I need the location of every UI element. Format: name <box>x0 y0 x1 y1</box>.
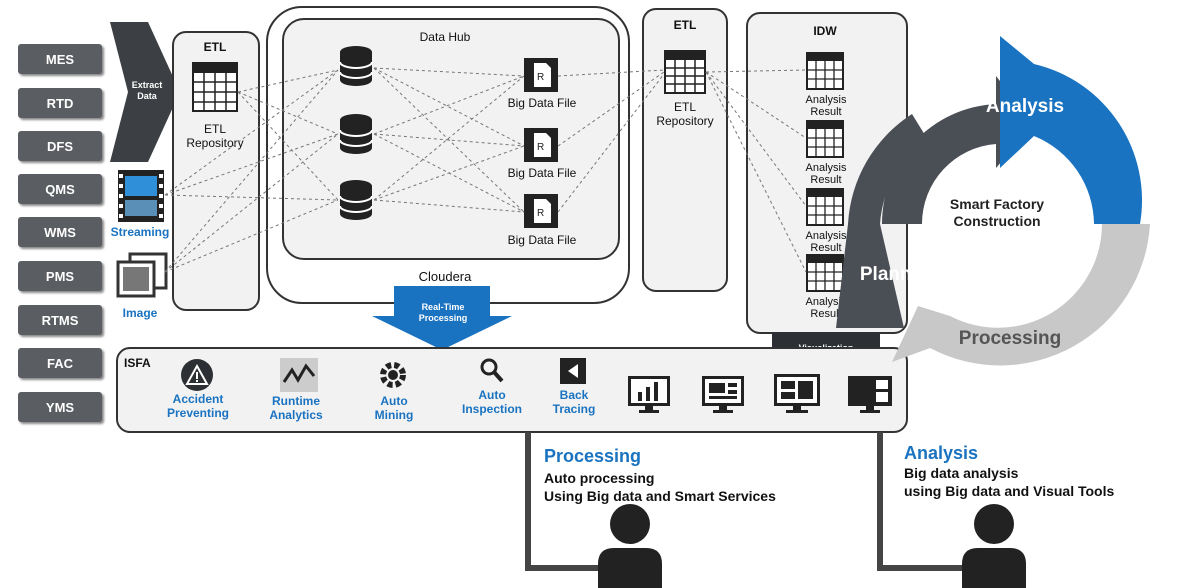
processing-note-title: Processing <box>544 446 642 466</box>
analysis-result-table-icon <box>806 120 844 158</box>
accident-warning-icon <box>181 359 213 391</box>
monitor-layout-icon <box>774 374 820 413</box>
person-icon <box>962 504 1026 588</box>
cloudera-label: Cloudera <box>418 269 472 284</box>
source-pms: PMS <box>18 261 102 291</box>
datahub-panel <box>282 18 620 260</box>
person-icon <box>598 504 662 588</box>
smart-factory-cycle <box>836 36 1150 366</box>
monitor-chart-icon <box>628 376 670 413</box>
analysis-result-table-icon <box>806 52 844 90</box>
etl-right-title: ETL <box>673 18 697 32</box>
svg-text:R: R <box>537 72 544 83</box>
datahub-title: Data Hub <box>419 30 471 44</box>
source-mes: MES <box>18 44 102 74</box>
database-icon <box>339 180 373 220</box>
streaming-label: Streaming <box>110 225 170 239</box>
etl-right-panel <box>642 8 728 292</box>
back-tracing-icon <box>560 358 586 384</box>
realtime-processing-arrow <box>372 286 512 350</box>
cycle-analysis-label: Analysis <box>985 96 1065 117</box>
big-data-file-label: Big Data File <box>507 166 577 180</box>
analysis-note-title: Analysis <box>904 443 979 463</box>
svg-text:R: R <box>537 142 544 153</box>
big-data-file-icon: R <box>524 128 558 162</box>
image-icon <box>116 252 168 298</box>
monitor-grid-icon <box>848 376 892 413</box>
database-icon <box>339 114 373 154</box>
etl-left-title: ETL <box>203 40 227 54</box>
gear-icon <box>380 362 406 388</box>
source-qms: QMS <box>18 174 102 204</box>
svg-text:R: R <box>537 208 544 219</box>
analysis-result-table-icon <box>806 188 844 226</box>
monitor-dashboard-icon <box>702 376 744 413</box>
source-yms: YMS <box>18 392 102 422</box>
isfa-title: ISFA <box>124 356 151 370</box>
etl-right-table-icon <box>664 50 706 94</box>
etl-left-table-icon <box>192 62 238 112</box>
big-data-file-label: Big Data File <box>507 233 577 247</box>
runtime-analytics-icon <box>280 358 318 392</box>
source-fac: FAC <box>18 348 102 378</box>
source-dfs: DFS <box>18 131 102 161</box>
source-wms: WMS <box>18 217 102 247</box>
cycle-planning-label: Planning <box>859 264 941 285</box>
image-label: Image <box>122 306 158 320</box>
database-icon <box>339 46 373 86</box>
big-data-file-label: Big Data File <box>507 96 577 110</box>
big-data-file-icon: R <box>524 194 558 228</box>
streaming-film-icon <box>118 170 164 222</box>
search-icon <box>480 358 504 383</box>
cycle-processing-label: Processing <box>958 328 1062 349</box>
idw-title: IDW <box>813 24 837 38</box>
source-rtms: RTMS <box>18 305 102 335</box>
source-rtd: RTD <box>18 88 102 118</box>
extract-data-arrow <box>110 22 180 162</box>
big-data-file-icon: R <box>524 58 558 92</box>
